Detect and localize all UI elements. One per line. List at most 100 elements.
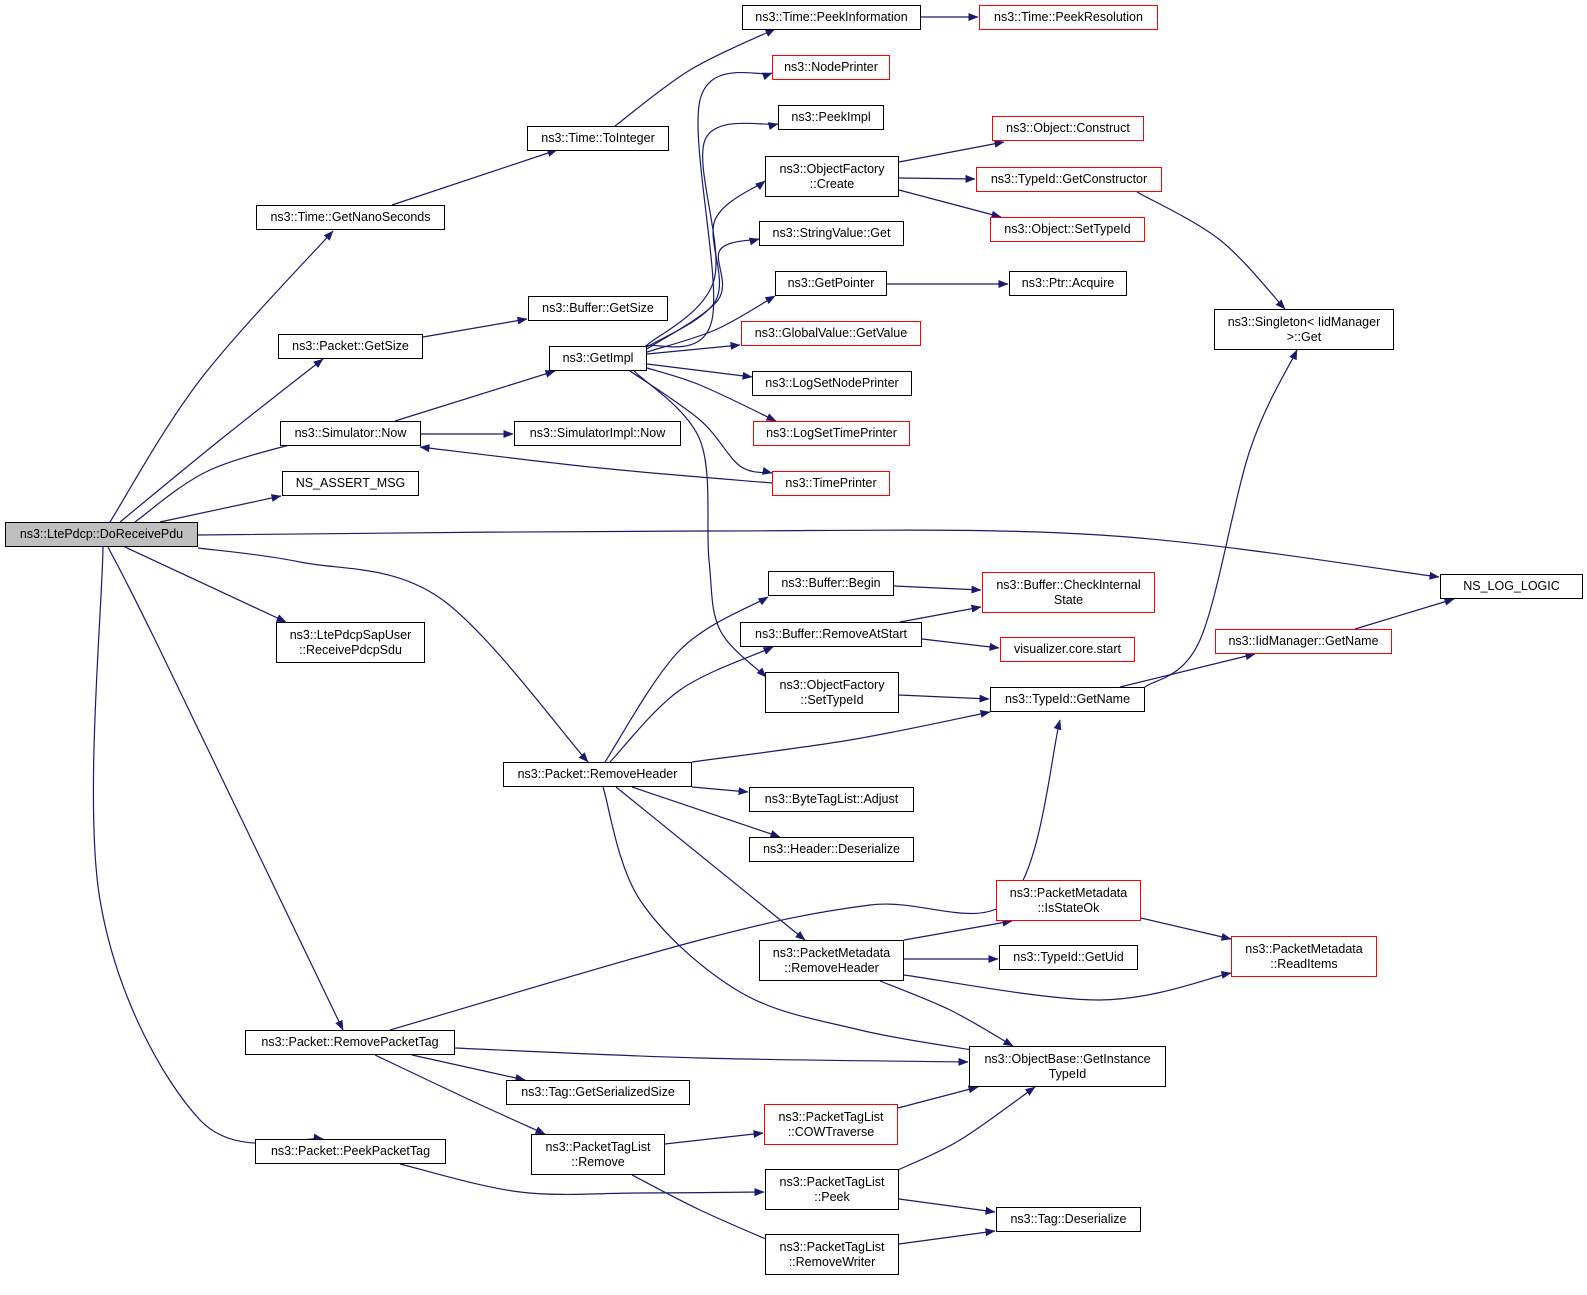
node-label: ns3::Singleton< IidManager <box>1227 315 1381 329</box>
edge-getimpl-to-timeprinter <box>629 370 773 475</box>
edge-timeprinter-to-simnow <box>419 444 773 484</box>
node-label: ns3::StringValue::Get <box>772 226 891 241</box>
node-label: ns3::TypeId::GetUid <box>1013 950 1124 965</box>
node-isstateok[interactable]: ns3::PacketMetadata::IsStateOk <box>996 880 1141 921</box>
node-lognodeprinter[interactable]: ns3::LogSetNodePrinter <box>752 371 912 396</box>
node-nslog[interactable]: NS_LOG_LOGIC <box>1440 574 1583 599</box>
edge-removeheader-to-getinstance <box>602 786 986 1055</box>
node-peekres[interactable]: ns3::Time::PeekResolution <box>979 5 1158 30</box>
node-label: ns3::Packet::PeekPacketTag <box>270 1144 431 1159</box>
node-hdrdeser[interactable]: ns3::Header::Deserialize <box>749 837 914 862</box>
node-label: ns3::PacketMetadata <box>1245 942 1363 956</box>
node-label: ::RemoveWriter <box>788 1254 876 1269</box>
node-peekimpl[interactable]: ns3::PeekImpl <box>778 105 884 130</box>
node-timeprinter[interactable]: ns3::TimePrinter <box>772 471 890 496</box>
node-simnow[interactable]: ns3::Simulator::Now <box>280 421 421 446</box>
node-label: ns3::TimePrinter <box>785 476 877 491</box>
node-label: State <box>1053 592 1084 607</box>
edge-isstateok-to-readitems <box>1140 917 1232 941</box>
node-pktgetsize[interactable]: ns3::Packet::GetSize <box>278 334 423 359</box>
edge-removepackettag-to-tagsersize <box>411 1054 526 1082</box>
node-objconstruct[interactable]: ns3::Object::Construct <box>992 116 1144 141</box>
node-ofcreate[interactable]: ns3::ObjectFactory::Create <box>765 156 899 197</box>
node-bufgetsize[interactable]: ns3::Buffer::GetSize <box>528 296 668 321</box>
edge-removeheader-to-hdrdeser <box>631 786 781 838</box>
node-globalvalue[interactable]: ns3::GlobalValue::GetValue <box>741 321 921 346</box>
node-logtimeprinter[interactable]: ns3::LogSetTimePrinter <box>753 421 910 446</box>
node-settypeid[interactable]: ns3::Object::SetTypeId <box>990 217 1145 242</box>
node-removeheader[interactable]: ns3::Packet::RemoveHeader <box>503 762 692 787</box>
node-iidgetname[interactable]: ns3::IidManager::GetName <box>1215 629 1392 654</box>
node-ptlpeek[interactable]: ns3::PacketTagList::Peek <box>765 1169 899 1210</box>
node-tointeger[interactable]: ns3::Time::ToInteger <box>527 126 669 151</box>
node-label: ::SetTypeId <box>800 692 864 707</box>
node-label: ns3::Time::PeekResolution <box>994 10 1143 25</box>
node-bufbegin[interactable]: ns3::Buffer::Begin <box>768 571 894 596</box>
node-peekpackettag[interactable]: ns3::Packet::PeekPacketTag <box>255 1139 446 1164</box>
node-nodeprinter[interactable]: ns3::NodePrinter <box>772 55 890 80</box>
edge-root-to-getnano <box>109 230 334 523</box>
node-label: ns3::PacketMetadata <box>1009 886 1128 900</box>
edge-getconstructor-to-singleton <box>1136 191 1286 310</box>
node-label: TypeId <box>1048 1066 1087 1081</box>
edge-bufbegin-to-bufcheck <box>893 585 982 594</box>
node-label: ns3::Buffer::GetSize <box>542 301 654 316</box>
node-readitems[interactable]: ns3::PacketMetadata::ReadItems <box>1231 936 1377 977</box>
node-getconstructor[interactable]: ns3::TypeId::GetConstructor <box>976 167 1162 192</box>
edge-ofcreate-to-settypeid <box>898 189 1002 219</box>
edge-ptlremove-to-removewriter <box>631 1174 776 1244</box>
node-cowtraverse[interactable]: ns3::PacketTagList::COWTraverse <box>764 1104 898 1145</box>
node-nsassert[interactable]: NS_ASSERT_MSG <box>282 471 419 496</box>
edge-ptlpeek-to-tagdeser <box>898 1198 996 1215</box>
edge-bufremove-to-bufcheck <box>899 604 982 623</box>
node-label: ns3::PacketTagList <box>778 1110 884 1124</box>
node-removewriter[interactable]: ns3::PacketTagList::RemoveWriter <box>765 1234 899 1275</box>
node-vizstart[interactable]: visualizer.core.start <box>1000 637 1135 662</box>
node-getnano[interactable]: ns3::Time::GetNanoSeconds <box>256 205 445 230</box>
node-tagsersize[interactable]: ns3::Tag::GetSerializedSize <box>506 1080 690 1105</box>
edge-removeheader-to-bufbegin <box>604 596 769 763</box>
node-ptracquire[interactable]: ns3::Ptr::Acquire <box>1009 271 1127 296</box>
node-sapuser[interactable]: ns3::LtePdcpSapUser::ReceivePdcpSdu <box>276 622 425 663</box>
node-label: ::COWTraverse <box>787 1124 875 1139</box>
node-strget[interactable]: ns3::StringValue::Get <box>759 221 904 246</box>
node-label: ns3::PeekImpl <box>791 110 871 125</box>
node-label: ns3::TypeId::GetName <box>1004 692 1131 707</box>
edge-peekpackettag-to-ptlpeek <box>399 1163 765 1197</box>
edge-ofcreate-to-objconstruct <box>898 139 1005 163</box>
node-getimpl[interactable]: ns3::GetImpl <box>549 346 647 371</box>
edge-cowtraverse-to-getinstance <box>897 1085 979 1109</box>
node-tidgetname[interactable]: ns3::TypeId::GetName <box>990 687 1145 712</box>
node-getuid[interactable]: ns3::TypeId::GetUid <box>999 945 1138 970</box>
node-label: ns3::ObjectBase::GetInstance <box>984 1052 1151 1066</box>
node-label: ns3::Packet::GetSize <box>292 339 409 354</box>
node-label: ns3::Object::SetTypeId <box>1004 222 1131 237</box>
node-bytetag[interactable]: ns3::ByteTagList::Adjust <box>749 787 914 812</box>
node-bufremove[interactable]: ns3::Buffer::RemoveAtStart <box>740 622 922 647</box>
node-label: NS_LOG_LOGIC <box>1463 579 1560 594</box>
node-singleton[interactable]: ns3::Singleton< IidManager>::Get <box>1214 309 1394 350</box>
node-label: ns3::Object::Construct <box>1006 121 1130 136</box>
node-pmremoveheader[interactable]: ns3::PacketMetadata::RemoveHeader <box>759 940 904 981</box>
node-ofsettypeid[interactable]: ns3::ObjectFactory::SetTypeId <box>765 672 899 713</box>
node-label: ::ReadItems <box>1270 956 1338 971</box>
node-label: ns3::Tag::GetSerializedSize <box>521 1085 675 1100</box>
node-label: ns3::IidManager::GetName <box>1228 634 1379 649</box>
node-root[interactable]: ns3::LtePdcp::DoReceivePdu <box>5 522 198 547</box>
edge-root-to-nslog <box>197 529 1440 580</box>
node-ptlremove[interactable]: ns3::PacketTagList::Remove <box>531 1134 665 1175</box>
node-removepackettag[interactable]: ns3::Packet::RemovePacketTag <box>245 1030 455 1055</box>
node-tagdeser[interactable]: ns3::Tag::Deserialize <box>996 1207 1141 1232</box>
node-label: ns3::Time::ToInteger <box>541 131 655 146</box>
node-getpointer[interactable]: ns3::GetPointer <box>775 271 887 296</box>
node-label: ns3::ObjectFactory <box>779 162 885 176</box>
edge-root-to-sapuser <box>124 546 287 623</box>
edge-getimpl-to-ofsettypeid <box>633 370 767 678</box>
node-label: ns3::NodePrinter <box>784 60 878 75</box>
node-peekinfo[interactable]: ns3::Time::PeekInformation <box>742 5 921 30</box>
node-simimplnow[interactable]: ns3::SimulatorImpl::Now <box>514 421 681 446</box>
